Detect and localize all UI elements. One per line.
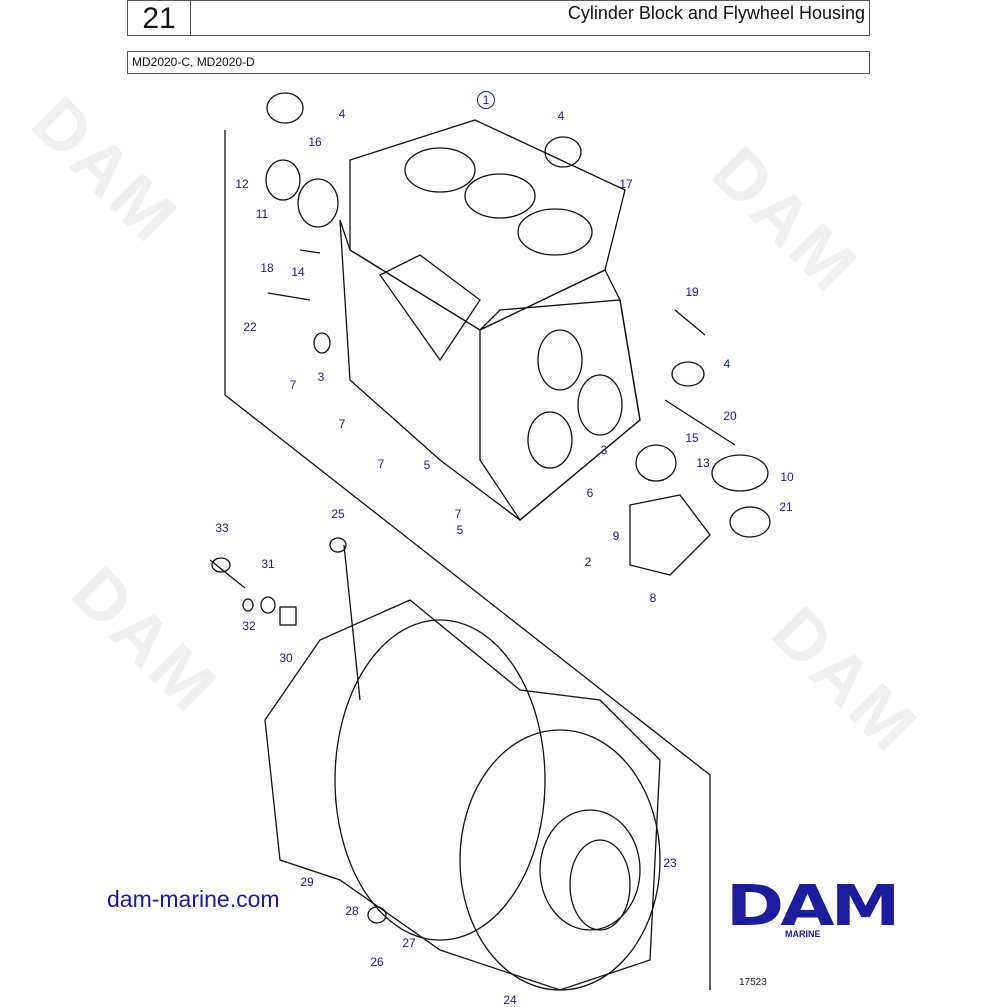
part-callout: 4 — [723, 357, 731, 371]
bearing-11 — [297, 178, 339, 228]
part-callout: 33 — [215, 521, 229, 535]
bearing-13 — [635, 444, 677, 482]
part-callout: 29 — [300, 875, 314, 889]
seal-23 — [569, 839, 631, 931]
part-callout: 18 — [260, 261, 274, 275]
seal-12 — [265, 159, 301, 201]
part-callout: 23 — [663, 856, 677, 870]
part-8 — [629, 494, 711, 576]
part-callout: 21 — [779, 500, 793, 514]
plug-4b — [544, 136, 582, 168]
part-callout: 24 — [503, 993, 517, 1007]
drawing-number: 17523 — [739, 977, 767, 988]
part-callout: 7 — [377, 457, 385, 471]
part-callout: 16 — [308, 135, 322, 149]
ring-21 — [729, 506, 771, 538]
ring-10 — [711, 454, 769, 492]
part-callout: 7 — [454, 507, 462, 521]
page-number: 21 — [128, 1, 191, 35]
part-callout: 1 — [477, 91, 495, 109]
part-callout: 10 — [780, 470, 794, 484]
part-callout: 3 — [600, 443, 608, 457]
part-callout: 13 — [696, 456, 710, 470]
part-callout: 4 — [557, 109, 565, 123]
part-callout: 5 — [456, 523, 464, 537]
bolt-33 — [211, 557, 231, 573]
part-callout: 15 — [685, 431, 699, 445]
part-callout: 30 — [279, 651, 293, 665]
part-callout: 27 — [402, 936, 416, 950]
page-title: Cylinder Block and Flywheel Housing — [567, 3, 865, 23]
part-callout: 20 — [723, 409, 737, 423]
plug-4 — [266, 92, 304, 124]
part-callout: 7 — [289, 378, 297, 392]
part-callout: 32 — [242, 619, 256, 633]
part-callout: 31 — [261, 557, 275, 571]
reference-frame — [224, 130, 711, 990]
part-callout: 26 — [370, 955, 384, 969]
part-callout: 3 — [317, 370, 325, 384]
part-callout: 2 — [584, 555, 592, 569]
plug-4c — [671, 361, 705, 387]
part-callout: 6 — [586, 486, 594, 500]
bolt-25 — [329, 537, 347, 553]
plug-26 — [367, 906, 387, 924]
dam-logo: DAM — [726, 874, 900, 939]
website-link[interactable]: dam-marine.com — [107, 886, 280, 912]
part-callout: 25 — [331, 507, 345, 521]
part-callout: 17 — [619, 177, 633, 191]
part-callout: 5 — [423, 458, 431, 472]
model-list: MD2020-C, MD2020-D — [127, 51, 870, 74]
part-callout: 11 — [255, 207, 269, 221]
part-callout: 7 — [338, 417, 346, 431]
part-callout: 4 — [338, 107, 346, 121]
header-box: 21 Cylinder Block and Flywheel Housing — [127, 0, 870, 36]
part-callout: 14 — [291, 265, 305, 279]
part-callout: 8 — [649, 591, 657, 605]
part-callout: 22 — [243, 320, 257, 334]
part-callout: 28 — [345, 904, 359, 918]
part-callout: 12 — [235, 177, 249, 191]
logo-subtitle: MARINE — [785, 929, 821, 939]
cylinder-block-deck — [349, 119, 626, 331]
flywheel-housing — [264, 599, 661, 991]
part-callout: 19 — [685, 285, 699, 299]
part-callout: 9 — [612, 529, 620, 543]
